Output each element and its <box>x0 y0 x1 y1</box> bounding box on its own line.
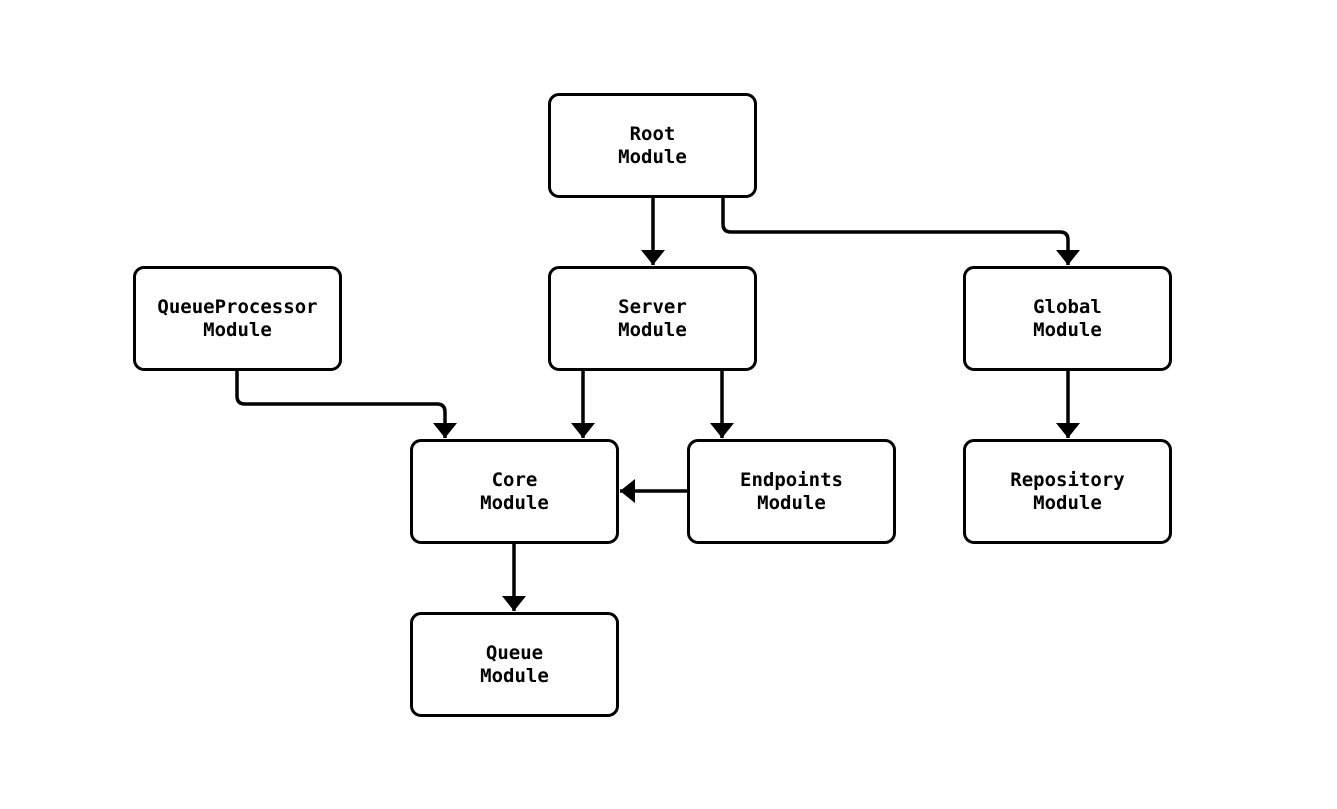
node-global-module-label: Global Module <box>1033 296 1102 341</box>
node-endpoints-module: Endpoints Module <box>687 439 896 544</box>
node-endpoints-module-label: Endpoints Module <box>740 469 843 514</box>
node-queue-module: Queue Module <box>410 612 619 717</box>
node-root-module: Root Module <box>548 93 757 198</box>
node-repository-module-label: Repository Module <box>1010 469 1125 514</box>
node-queueprocessor-module-label: QueueProcessor Module <box>157 296 318 341</box>
node-queueprocessor-module: QueueProcessor Module <box>133 266 342 371</box>
edge-root-to-global <box>721 198 1080 265</box>
node-root-module-label: Root Module <box>618 123 687 168</box>
node-server-module: Server Module <box>548 266 757 371</box>
node-global-module: Global Module <box>963 266 1172 371</box>
node-queue-module-label: Queue Module <box>480 642 549 687</box>
node-repository-module: Repository Module <box>963 439 1172 544</box>
edge-queueprocessor-to-core <box>235 371 457 438</box>
node-core-module-label: Core Module <box>480 469 549 514</box>
node-server-module-label: Server Module <box>618 296 687 341</box>
node-core-module: Core Module <box>410 439 619 544</box>
